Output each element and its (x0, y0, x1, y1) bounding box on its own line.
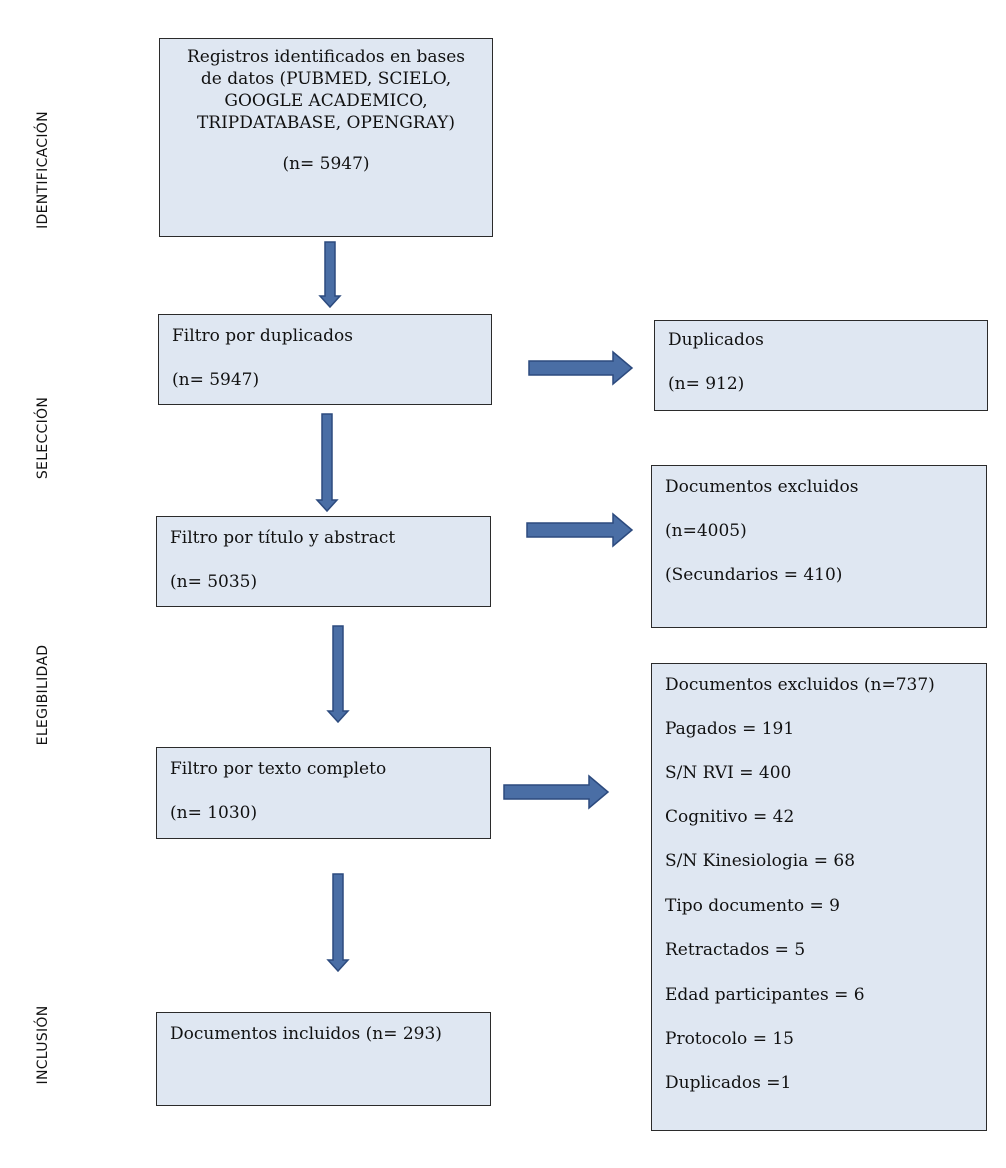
duplicados-title: Duplicados (668, 330, 764, 350)
titulo-filter-count: (n= 5035) (170, 572, 258, 592)
texto-filter-title: Filtro por texto completo (170, 759, 387, 779)
exclusion-item-duplicados: Duplicados =1 (665, 1073, 792, 1093)
exclusion-item-retractados: Retractados = 5 (665, 940, 806, 960)
arrow-down-1 (318, 241, 342, 309)
arrow-right-1 (528, 350, 634, 386)
excluidos-1-note: (Secundarios = 410) (665, 565, 843, 585)
registros-count: (n= 5947) (282, 154, 370, 175)
arrow-right-2 (526, 512, 634, 548)
texto-filter-count: (n= 1030) (170, 803, 258, 823)
titulo-filter-title: Filtro por título y abstract (170, 528, 396, 548)
excluidos-1-count: (n=4005) (665, 521, 747, 541)
duplicados-count: (n= 912) (668, 374, 745, 394)
registros-line-1: Registros identificados en bases (186, 47, 465, 67)
incluidos-title: Documentos incluidos (n= 293) (170, 1024, 442, 1044)
exclusion-item-pagados: Pagados = 191 (665, 719, 795, 739)
exclusion-item-kinesiologia: S/N Kinesiologia = 68 (665, 851, 856, 871)
duplicados-filter-count: (n= 5947) (172, 370, 260, 390)
duplicados-filter-box: Filtro por duplicados (n= 5947) (158, 314, 492, 405)
exclusion-item-edad: Edad participantes = 6 (665, 985, 865, 1005)
exclusion-item-tipo-documento: Tipo documento = 9 (665, 896, 840, 916)
excluidos-1-box: Documentos excluidos (n=4005) (Secundari… (651, 465, 987, 628)
arrow-right-3 (503, 774, 610, 810)
titulo-filter-box: Filtro por título y abstract (n= 5035) (156, 516, 491, 607)
registros-line-2: de datos (PUBMED, SCIELO, (200, 69, 452, 90)
exclusion-item-cognitivo: Cognitivo = 42 (665, 807, 795, 827)
excluidos-2-title: Documentos excluidos (n=737) (665, 675, 935, 695)
arrow-down-2 (315, 413, 339, 513)
excluidos-2-box: Documentos excluidos (n=737) Pagados = 1… (651, 663, 987, 1131)
arrow-down-3 (326, 625, 350, 724)
registros-line-4: TRIPDATABASE, OPENGRAY) (196, 113, 456, 134)
excluidos-1-title: Documentos excluidos (665, 477, 859, 497)
registros-line-3: GOOGLE ACADEMICO, (224, 91, 428, 112)
registros-box: Registros identificados en bases de dato… (159, 38, 493, 237)
exclusion-item-rvi: S/N RVI = 400 (665, 763, 792, 783)
incluidos-box: Documentos incluidos (n= 293) (156, 1012, 491, 1106)
arrow-down-4 (326, 873, 350, 973)
texto-filter-box: Filtro por texto completo (n= 1030) (156, 747, 491, 839)
duplicados-box: Duplicados (n= 912) (654, 320, 988, 411)
duplicados-filter-title: Filtro por duplicados (172, 326, 353, 346)
exclusion-item-protocolo: Protocolo = 15 (665, 1029, 794, 1049)
